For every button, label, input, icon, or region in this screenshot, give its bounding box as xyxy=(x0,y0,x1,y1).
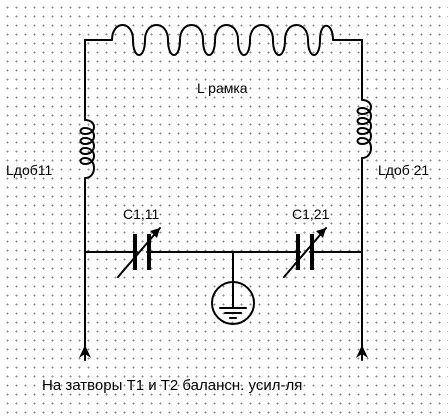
right-variable-capacitor xyxy=(283,227,327,278)
left-gate-arrow xyxy=(79,344,91,361)
left-variable-capacitor xyxy=(117,227,161,278)
left-coil xyxy=(79,119,95,179)
top-right-wire xyxy=(332,39,363,101)
right-gate-arrow xyxy=(356,344,368,361)
left-coil-label: Lдоб11 xyxy=(6,162,53,178)
ground-symbol xyxy=(211,251,255,325)
top-left-wire xyxy=(84,39,113,121)
right-coil xyxy=(356,99,372,159)
loop-coil xyxy=(111,24,334,56)
left-cap-label: C1,11 xyxy=(123,206,160,222)
caption: На затворы T1 и T2 балансн. усил-ля xyxy=(42,377,302,394)
right-cap-label: C1,21 xyxy=(292,206,330,222)
loop-coil-label: L рамка xyxy=(197,80,248,96)
right-coil-label: Lдоб 21 xyxy=(378,162,429,178)
